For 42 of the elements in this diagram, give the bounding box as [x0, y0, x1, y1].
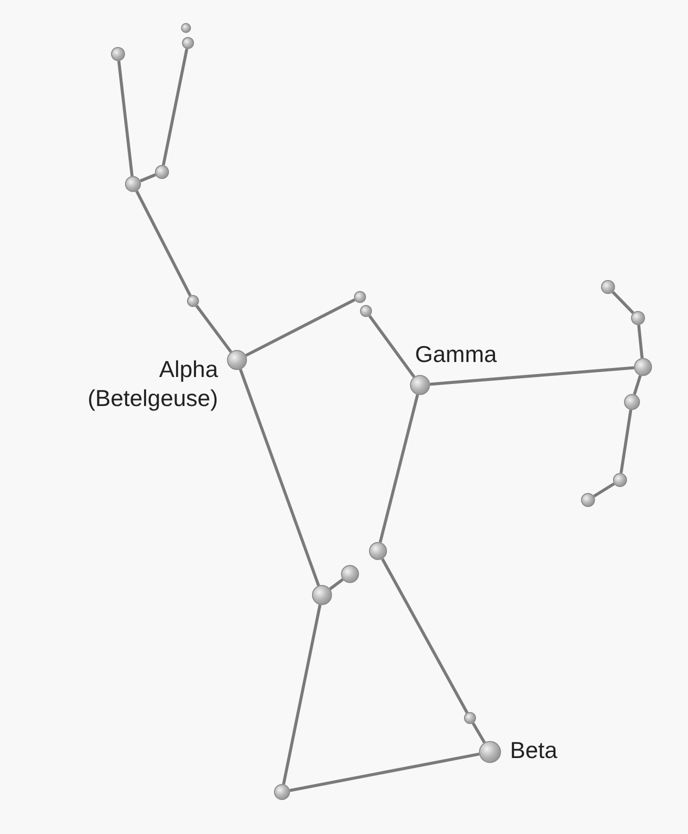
- constellation-line: [620, 410, 632, 474]
- star-dot: [624, 394, 640, 410]
- star-name: Beta: [510, 736, 558, 765]
- star-dot: [182, 37, 194, 49]
- constellation-line: [117, 60, 134, 176]
- star-dot: [354, 291, 366, 303]
- star-dot: [125, 176, 141, 192]
- star-dot: [369, 542, 387, 560]
- constellation-line: [593, 482, 615, 498]
- constellation-line: [472, 722, 486, 744]
- constellation-line: [378, 394, 419, 543]
- star-dot: [601, 280, 615, 294]
- star-dot: [274, 784, 290, 800]
- star-name: Gamma: [415, 340, 498, 369]
- constellation-line: [637, 324, 644, 358]
- constellation-line: [135, 190, 192, 296]
- star-dot: [341, 565, 359, 583]
- star-dot: [464, 712, 476, 724]
- constellation-line: [290, 752, 480, 792]
- constellation-line: [238, 368, 320, 586]
- constellation-line: [381, 558, 468, 714]
- constellation-line: [282, 604, 322, 784]
- star-dot: [634, 358, 652, 376]
- constellation-line: [368, 314, 416, 378]
- star-dot: [613, 473, 627, 487]
- star-dot: [155, 165, 169, 179]
- constellation-line: [195, 304, 232, 353]
- star-dot: [181, 23, 191, 33]
- star-dot: [312, 585, 332, 605]
- constellation-line: [632, 375, 642, 395]
- constellation-line: [430, 366, 634, 386]
- star-dot: [360, 305, 372, 317]
- star-name: Alpha (Betelgeuse): [86, 355, 218, 413]
- constellation-line: [612, 290, 634, 314]
- star-dot: [631, 311, 645, 325]
- constellation-line: [162, 48, 188, 166]
- star-dot: [581, 493, 595, 507]
- star-dot: [111, 47, 125, 61]
- star-dot: [187, 295, 199, 307]
- constellation-line: [140, 173, 156, 182]
- constellation-line: [329, 578, 344, 590]
- constellation-line: [245, 298, 356, 357]
